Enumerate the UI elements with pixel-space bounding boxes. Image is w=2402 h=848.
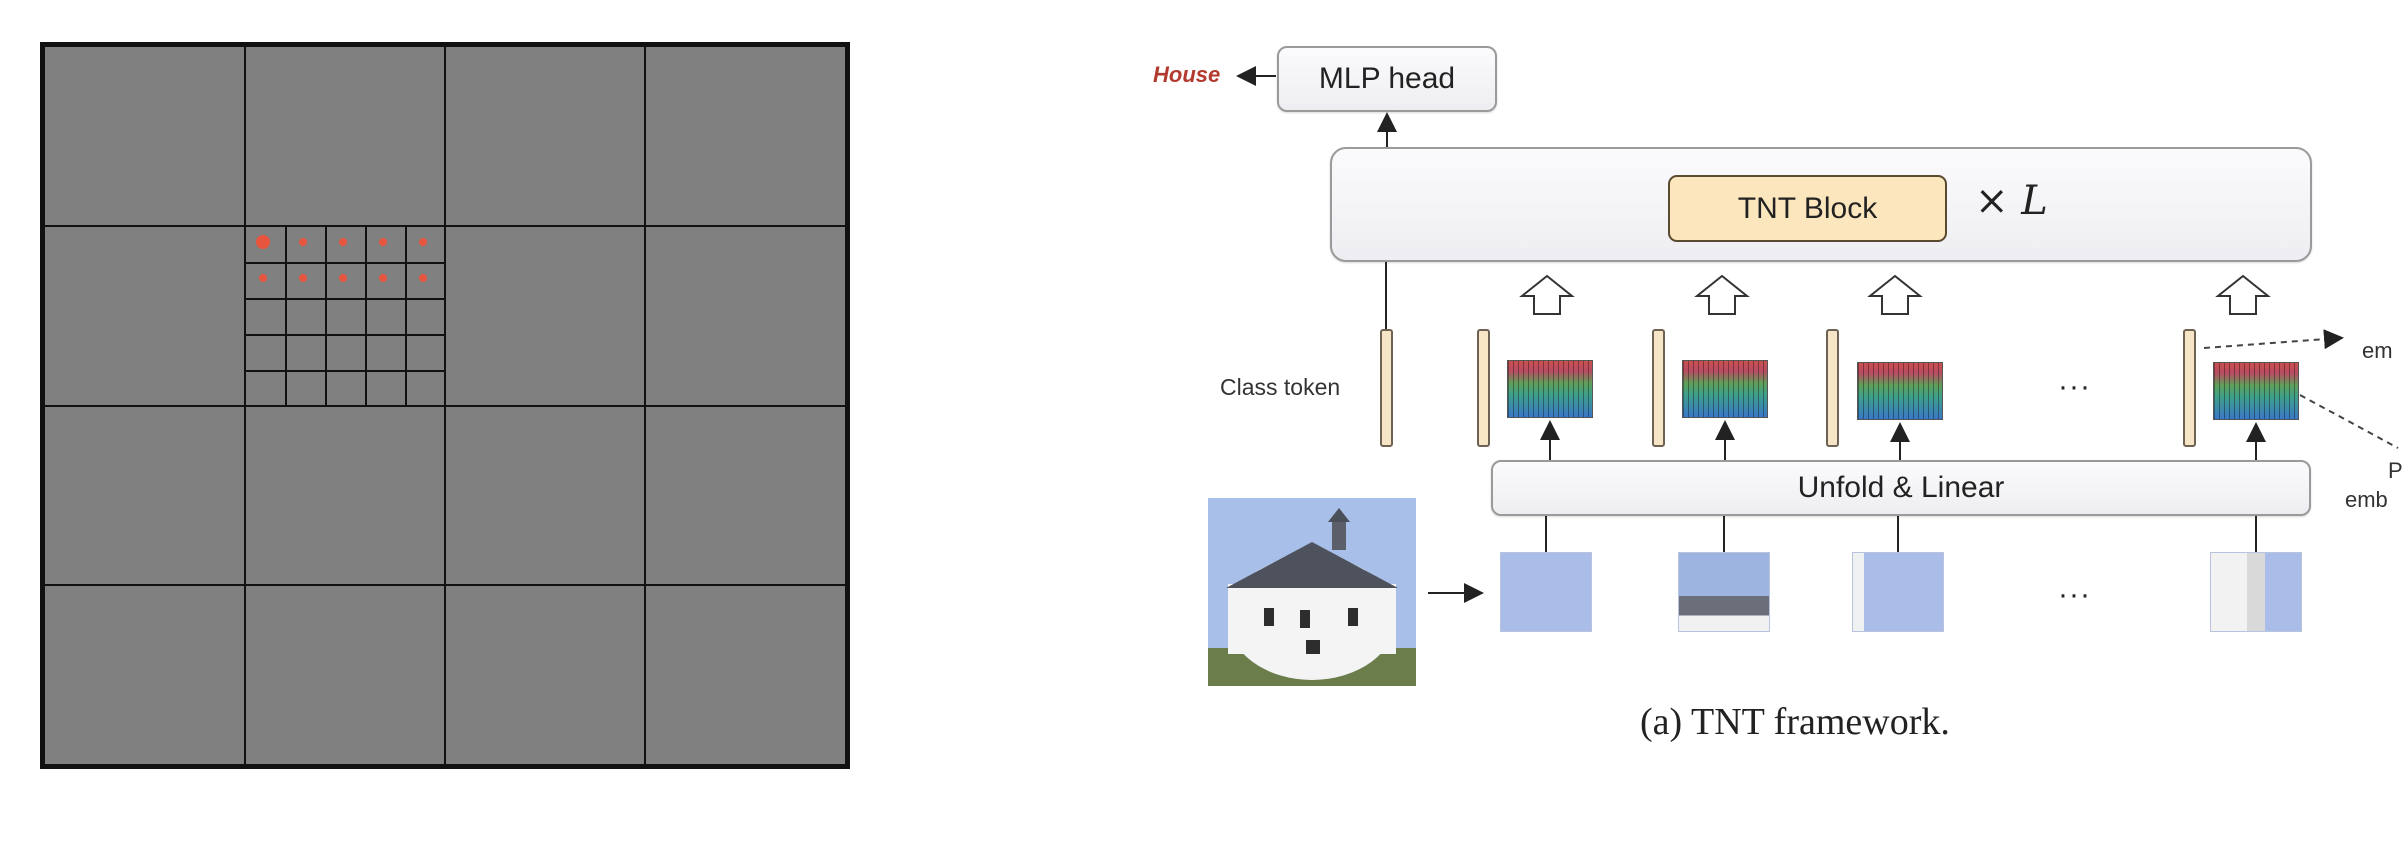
patch-grid <box>40 42 850 769</box>
output-class-label: House <box>1153 62 1221 87</box>
image-patch <box>1678 552 1770 632</box>
pixel-dot <box>379 274 387 283</box>
pixel-dot <box>299 238 307 247</box>
tnt-block-box: TNT Block <box>1668 175 1947 242</box>
pixel-embedding <box>2213 362 2299 420</box>
pixel-dot <box>339 238 347 247</box>
pixel-dot <box>299 274 307 283</box>
hollow-up-arrow-icon <box>1519 274 1575 315</box>
subgrid-line-horizontal <box>245 369 445 372</box>
patch-token-bar <box>1826 329 1839 447</box>
class-token-label: Class token <box>1220 374 1341 400</box>
pixel-dot <box>419 274 427 283</box>
edge-label-p: P <box>2388 458 2402 483</box>
image-patch <box>2210 552 2302 632</box>
subgrid-line-vertical <box>365 226 367 406</box>
ellipsis-lower: ··· <box>2058 578 2091 611</box>
pixel-dot <box>259 274 267 283</box>
pixel-embedding <box>1682 360 1768 418</box>
class-token-bar <box>1380 329 1393 447</box>
dashed-pointer-embedding <box>2203 329 2344 350</box>
repeat-variable: L <box>2021 178 2048 224</box>
pixel-dot <box>256 235 270 250</box>
patch-token-bar <box>1477 329 1490 447</box>
image-patch <box>1500 552 1592 632</box>
subgrid-line-vertical <box>405 226 407 406</box>
tnt-block-label: TNT Block <box>1737 191 1878 225</box>
hollow-up-arrow-icon <box>1867 274 1923 315</box>
patch-token-bar <box>2183 329 2196 447</box>
subgrid-line-vertical <box>325 226 327 406</box>
edge-label-emb: emb <box>2345 487 2388 512</box>
grid-line-horizontal <box>45 583 845 586</box>
pixel-dot <box>419 238 427 247</box>
hollow-up-arrow-icon <box>2215 274 2271 315</box>
edge-label-em: em <box>2362 338 2393 363</box>
unfold-linear-box: Unfold & Linear <box>1491 460 2311 516</box>
repeat-times-symbol: × <box>1975 178 2009 224</box>
pixel-dot <box>339 274 347 283</box>
pixel-embedding <box>1507 360 1593 418</box>
house-photo <box>1208 498 1416 686</box>
subgrid-line-horizontal <box>245 262 445 265</box>
grid-line-vertical <box>644 47 646 764</box>
patch-token-bar <box>1652 329 1665 447</box>
mlp-head-label: MLP head <box>1318 62 1456 95</box>
ellipsis-upper: ··· <box>2058 370 2091 403</box>
subgrid-line-horizontal <box>245 333 445 336</box>
unfold-linear-label: Unfold & Linear <box>1797 471 2005 504</box>
image-patch <box>1852 552 1944 632</box>
pixel-dot <box>379 238 387 247</box>
subgrid-line-horizontal <box>245 297 445 300</box>
dashed-pointer-position <box>2299 394 2399 449</box>
hollow-up-arrow-icon <box>1694 274 1750 315</box>
subgrid-line-vertical <box>285 226 287 406</box>
figure-caption: (a) TNT framework. <box>1640 701 1950 743</box>
repeat-count-label: × L <box>1975 178 2048 224</box>
grid-line-horizontal <box>45 404 845 407</box>
pixel-embedding <box>1857 362 1943 420</box>
mlp-head-box: MLP head <box>1277 46 1497 112</box>
